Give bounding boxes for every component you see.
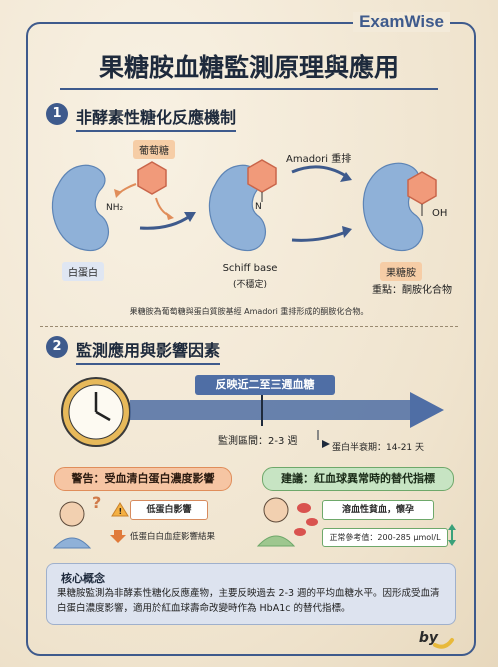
warning-pill: 警告：受血清白蛋白濃度影響 — [54, 467, 232, 491]
warning-item-hypoalbuminemia: 低蛋白白血症影響結果 — [130, 532, 216, 542]
person-happy-icon — [263, 497, 289, 523]
down-arrow-icon — [110, 530, 126, 543]
title-underline — [60, 88, 438, 90]
advice-item-hemolysis: 溶血性貧血，懷孕 — [322, 500, 434, 520]
amadori-arrow-top-icon — [291, 165, 347, 178]
nh2-label: NH₂ — [106, 203, 124, 213]
blue-arrow-icon — [139, 214, 191, 230]
content-frame — [26, 22, 476, 656]
red-blood-cell-icon — [306, 518, 318, 526]
glucose-label: 葡萄糖 — [133, 140, 175, 159]
mechanism-note: 果糖胺為葡萄糖與蛋白質胺基經 Amadori 重排形成的酮胺化合物。 — [129, 307, 369, 316]
reference-range: 正常參考值：200-285 μmol/L — [322, 528, 448, 547]
section-2-number: 2 — [46, 336, 68, 358]
key-point-label: 重點：酮胺化合物 — [372, 285, 452, 296]
monitoring-interval-label: 監測區間：2-3 週 — [218, 436, 298, 447]
schiff-base-label: Schiff base — [222, 263, 278, 274]
page-title: 果糖胺血糖監測原理與應用 — [98, 53, 399, 82]
banana-icon — [433, 638, 454, 649]
schiff-hexagon-icon — [247, 159, 277, 193]
half-life-label: 蛋白半衰期：14-21 天 — [332, 443, 425, 453]
up-down-arrow-icon — [448, 524, 456, 546]
advice-pill: 建議：紅血球異常時的替代指標 — [262, 467, 454, 491]
timeline-banner: 反映近二至三週血糖 — [195, 375, 335, 395]
section-divider — [40, 326, 458, 327]
red-blood-cell-icon — [294, 528, 306, 536]
byline: by — [418, 630, 438, 646]
timeline-bar — [130, 400, 414, 420]
question-icon: ? — [92, 493, 101, 512]
core-concept-box: 核心概念 果糖胺監測為非酵素性糖化反應產物，主要反映過去 2-3 週的平均血糖水… — [46, 563, 456, 625]
orange-arrow-icon — [155, 197, 171, 217]
brand-logo: ExamWise — [353, 12, 450, 32]
svg-text:!: ! — [119, 507, 123, 516]
person-worried-icon — [59, 501, 85, 527]
albumin-protein-icon — [51, 164, 109, 252]
albumin-label: 白蛋白 — [62, 262, 104, 281]
amadori-arrow-bottom-icon — [291, 230, 347, 242]
n-label: N — [255, 202, 262, 212]
schiff-base-sublabel: (不穩定) — [232, 280, 268, 290]
core-concept-body: 果糖胺監測為非酵素性糖化反應產物，主要反映過去 2-3 週的平均血糖水平。因形成… — [57, 588, 440, 614]
section-1-number: 1 — [46, 103, 68, 125]
warning-triangle-icon — [111, 502, 129, 517]
core-concept-title: 核心概念 — [61, 572, 105, 585]
section-2-title: 監測應用與影響因素 — [76, 337, 221, 365]
fructosamine-label: 果糖胺 — [380, 262, 422, 281]
glucose-hexagon-icon — [137, 161, 167, 195]
red-blood-cell-icon — [297, 503, 311, 513]
fructosamine-hexagon-icon — [407, 171, 437, 205]
warning-item-low-protein: 低蛋白影響 — [130, 500, 208, 520]
amadori-label: Amadori 重排 — [286, 154, 352, 165]
oh-label: OH — [432, 208, 448, 219]
section-1-title: 非酵素性糖化反應機制 — [76, 104, 237, 132]
